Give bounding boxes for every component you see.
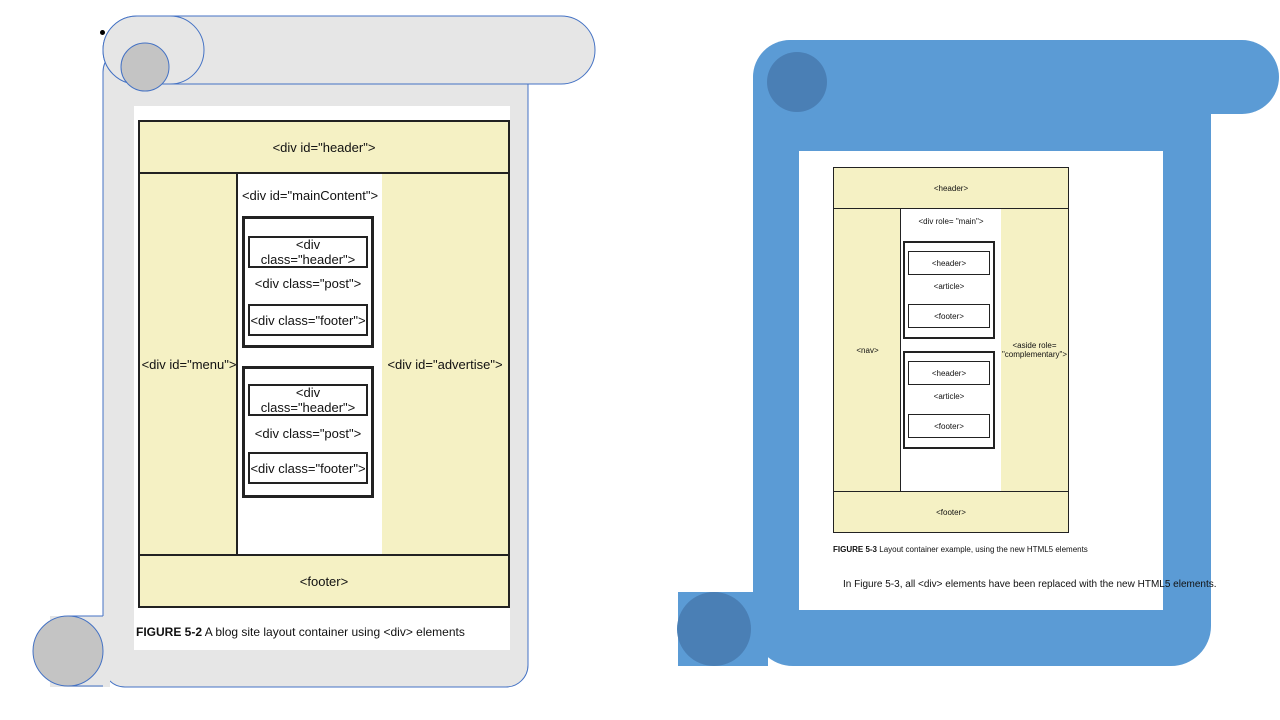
right-figure: <header> <nav> <div role= "main"> <aside… bbox=[799, 151, 1217, 610]
post-block-1-post: <div class="post"> bbox=[254, 276, 362, 291]
caption-text: Layout container example, using the new … bbox=[879, 545, 1088, 554]
header-div: <div id="header"> bbox=[138, 120, 510, 174]
left-figure: <div id="header"> <div id="menu"> <div i… bbox=[134, 106, 510, 650]
footer-element-label: <footer> bbox=[299, 573, 349, 589]
article-block-1-footer: <footer> bbox=[908, 304, 990, 328]
caption-label: FIGURE 5-3 bbox=[833, 545, 878, 554]
main-content-label: <div id="mainContent"> bbox=[241, 188, 379, 203]
post-block-1-header: <div class="header"> bbox=[248, 236, 368, 268]
menu-div-label: <div id="menu"> bbox=[141, 356, 237, 372]
figure-5-2-caption: FIGURE 5-2 A blog site layout container … bbox=[136, 625, 465, 639]
article-block-1-header: <header> bbox=[908, 251, 990, 275]
article-block-1-article: <article> bbox=[933, 282, 965, 291]
article-block-2-article: <article> bbox=[933, 392, 965, 401]
bullet-dot bbox=[100, 30, 105, 35]
advertise-div-label: <div id="advertise"> bbox=[387, 356, 503, 372]
figure-5-3-caption: FIGURE 5-3 Layout container example, usi… bbox=[833, 545, 1088, 554]
body-paragraph: In Figure 5-3, all <div> elements have b… bbox=[843, 579, 1217, 590]
post-block-2-footer: <div class="footer"> bbox=[248, 452, 368, 484]
article-block-2-header: <header> bbox=[908, 361, 990, 385]
header-div-label: <div id="header"> bbox=[272, 139, 376, 155]
nav-element: <nav> bbox=[833, 208, 901, 492]
caption-label: FIGURE 5-2 bbox=[136, 625, 203, 639]
article-block-2-footer: <footer> bbox=[908, 414, 990, 438]
aside-element: <aside role= "complementary"> bbox=[1001, 208, 1069, 492]
advertise-div: <div id="advertise"> bbox=[382, 172, 510, 556]
post-block-2-header: <div class="header"> bbox=[248, 384, 368, 416]
menu-div: <div id="menu"> bbox=[138, 172, 238, 556]
post-block-1-footer: <div class="footer"> bbox=[248, 304, 368, 336]
header-element: <header> bbox=[833, 167, 1069, 209]
post-block-2-post: <div class="post"> bbox=[254, 426, 362, 441]
footer-element: <footer> bbox=[833, 491, 1069, 533]
caption-text: A blog site layout container using <div>… bbox=[204, 625, 465, 639]
footer-element: <footer> bbox=[138, 554, 510, 608]
